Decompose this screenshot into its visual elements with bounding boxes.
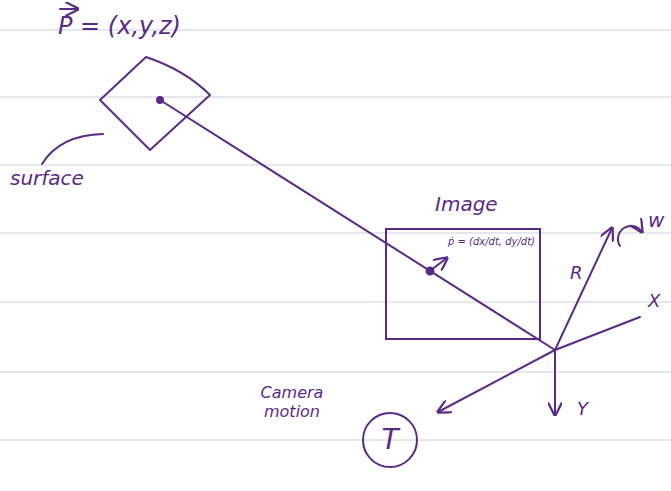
rotation-label: w: [648, 208, 664, 232]
axis-label: Y: [577, 398, 588, 420]
node-text: T: [381, 423, 398, 457]
paper-lines: [0, 30, 671, 440]
surface-patch: [100, 57, 210, 150]
translation-axis: [438, 350, 555, 412]
leader-line: [42, 134, 103, 164]
r-axis: [555, 228, 612, 350]
image-frame: ṗ = (dx/dt, dy/dt): [385, 228, 541, 340]
flow-arrow: [431, 258, 447, 270]
vector-arrow: [60, 8, 78, 10]
rotation-arrow: [618, 226, 642, 246]
surface-label: surface: [10, 166, 84, 190]
motion-label: Camera motion: [236, 383, 348, 421]
axis-label: R: [570, 262, 583, 284]
projection-ray: [160, 100, 555, 350]
image-box: ṗ = (dx/dt, dy/dt) Image: [385, 190, 541, 340]
axis-label: X: [648, 290, 660, 312]
y-axis: [554, 350, 556, 415]
point-label: P = (x,y,z): [58, 12, 181, 41]
circle-node: T: [362, 412, 418, 468]
flow-formula: ṗ = (dx/dt, dy/dt): [448, 236, 535, 248]
box-heading: Image: [435, 192, 498, 216]
